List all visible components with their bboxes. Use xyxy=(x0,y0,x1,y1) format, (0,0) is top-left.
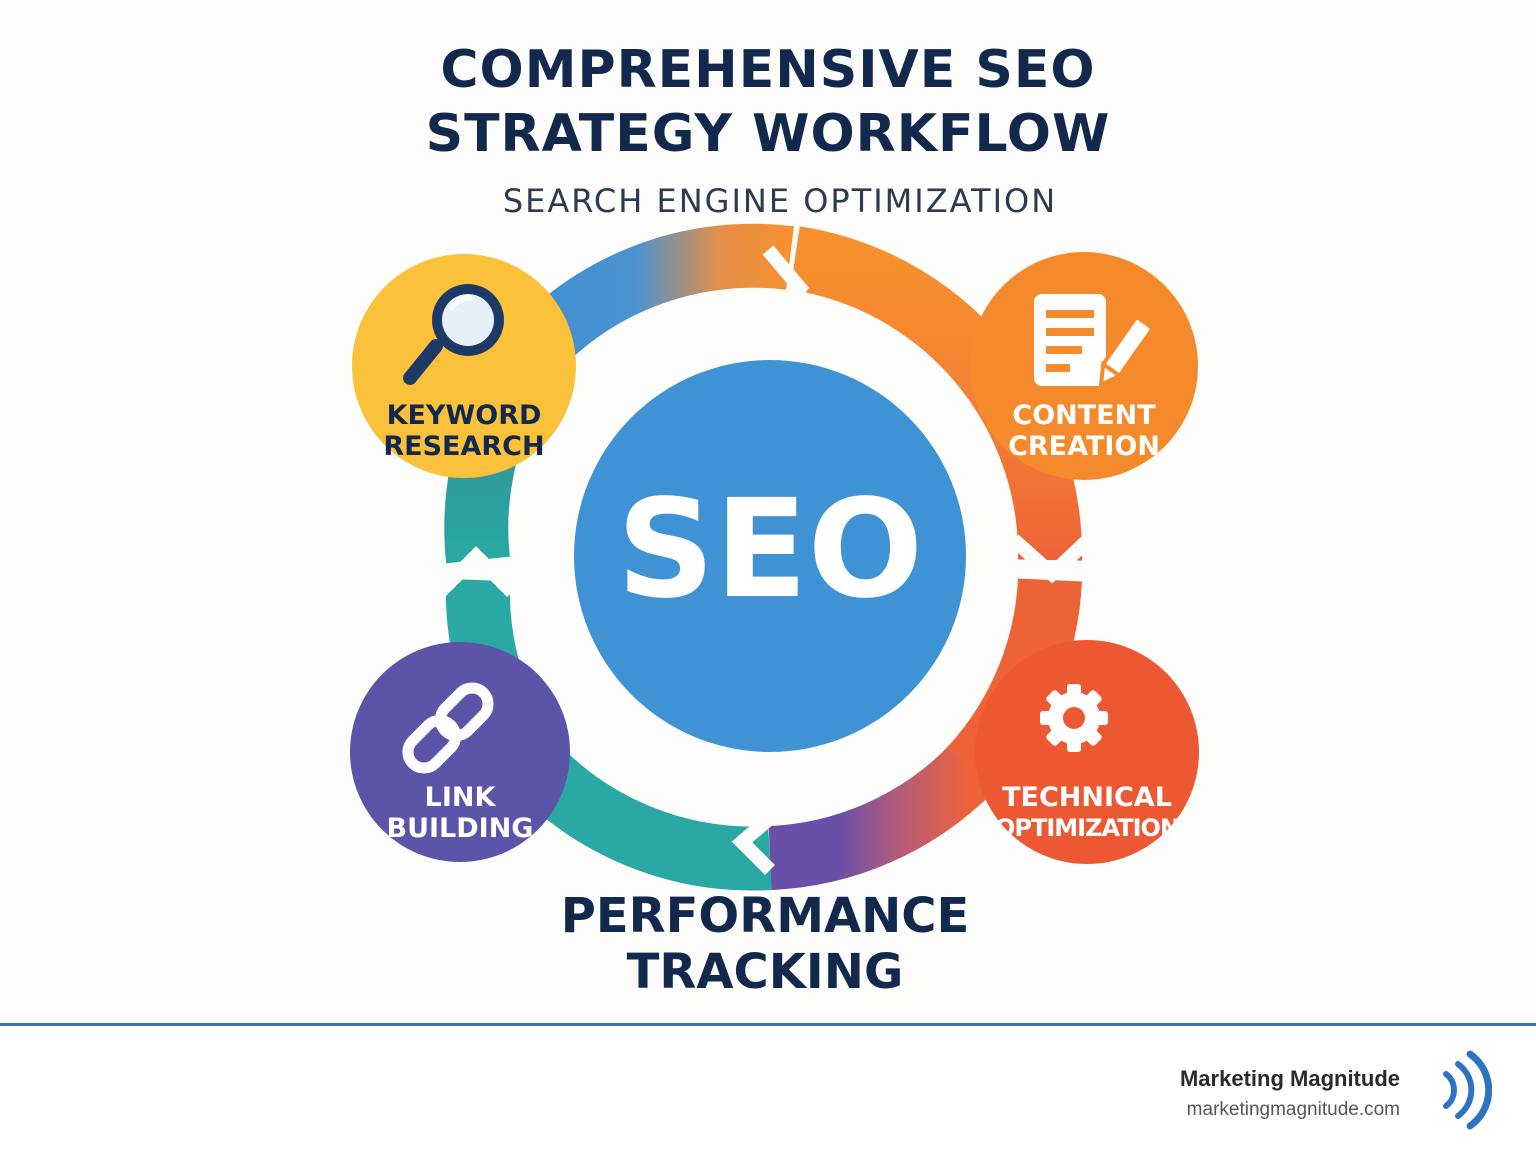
performance-tracking-line-2: TRACKING xyxy=(626,944,904,1000)
link-building-line-2: BUILDING xyxy=(386,813,534,844)
flow-chevron-right xyxy=(1009,534,1093,584)
seo-center-label: SEO xyxy=(616,471,924,629)
keyword-research-line-1: KEYWORD xyxy=(386,400,542,431)
signal-waves-icon xyxy=(1443,1050,1492,1130)
footer xyxy=(0,1026,1536,1154)
page-title: COMPREHENSIVE SEO STRATEGY WORKFLOW xyxy=(0,38,1536,166)
keyword-research-line-2: RESEARCH xyxy=(383,431,545,462)
brand-name: Marketing Magnitude xyxy=(1179,1066,1400,1091)
title-line-2: STRATEGY WORKFLOW xyxy=(425,104,1111,164)
flow-chevron-bottom xyxy=(731,812,775,875)
node-label-link-building: LINK BUILDING xyxy=(360,782,560,844)
chain-link-icon xyxy=(402,682,494,774)
document-pencil-icon xyxy=(1034,294,1154,389)
performance-tracking-label: PERFORMANCE TRACKING xyxy=(500,888,1030,1000)
brand-url: marketingmagnitude.com xyxy=(1186,1099,1400,1120)
performance-tracking-line-1: PERFORMANCE xyxy=(560,888,970,944)
seo-center-circle xyxy=(574,360,966,752)
node-link-building xyxy=(350,642,570,862)
content-creation-line-1: CONTENT xyxy=(1012,400,1156,431)
node-label-content-creation: CONTENT CREATION xyxy=(984,400,1184,462)
link-building-line-1: LINK xyxy=(424,782,496,813)
magnifier-icon xyxy=(403,284,504,385)
page-subtitle: SEARCH ENGINE OPTIMIZATION xyxy=(502,182,1058,220)
flow-chevron-left xyxy=(435,546,517,597)
cycle-arc-bottom xyxy=(768,747,993,890)
node-keyword-research xyxy=(352,254,576,478)
flow-chevron-top xyxy=(762,245,810,327)
node-label-keyword-research: KEYWORD RESEARCH xyxy=(364,400,564,462)
node-technical-optimization xyxy=(975,640,1199,864)
seo-cycle-diagram xyxy=(350,223,1199,891)
title-line-1: COMPREHENSIVE SEO xyxy=(440,40,1096,100)
content-creation-line-2: CREATION xyxy=(1008,431,1160,462)
technical-optimization-line-2: OPTIMIZATION xyxy=(994,814,1180,842)
gear-icon xyxy=(1040,684,1108,752)
technical-optimization-line-1: TECHNICAL xyxy=(1002,782,1172,813)
footer-divider xyxy=(0,1023,1536,1026)
node-label-technical-optimization: TECHNICAL OPTIMIZATION xyxy=(987,782,1187,844)
